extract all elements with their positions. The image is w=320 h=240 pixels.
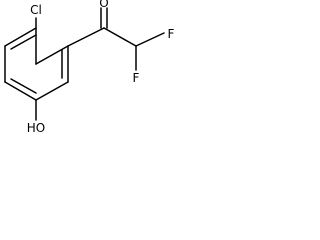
ring-bond-c4-c5-inner [10,78,37,94]
bond-chf2-fluorine-upper [135,32,165,47]
ketone-oxygen-label: O [99,0,108,10]
ring-bond-c3-c4 [35,81,69,101]
hydroxyl-label: HO [27,121,45,135]
bond-ring-carbonyl [67,27,105,47]
fluorine-lower-label: F [133,71,140,85]
ring-bond-c1-c2 [35,45,69,65]
ring-bond-c6-c1 [4,27,37,47]
chemical-structure: Cl O F F HO [4,0,175,135]
fluorine-upper-label: F [168,27,175,41]
chlorine-label: Cl [30,3,42,17]
benzene-ring [4,27,69,101]
ring-bond-c4-c5 [4,81,37,101]
bond-carbonyl-chf2 [103,27,137,47]
ring-bond-c6-c1-inner [10,34,37,50]
